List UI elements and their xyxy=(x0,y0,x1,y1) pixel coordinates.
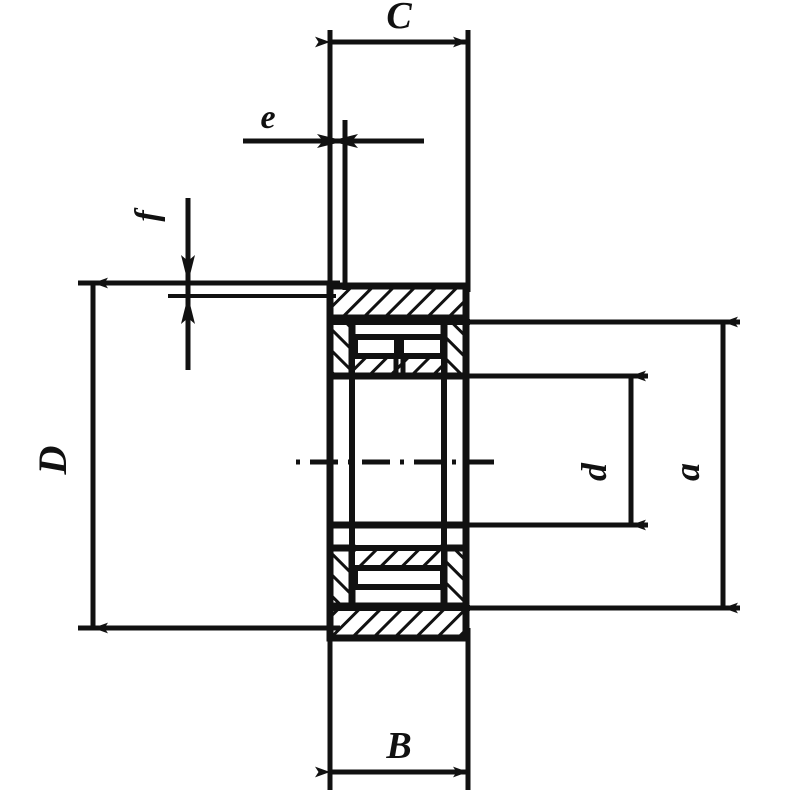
flange-ring-upper xyxy=(330,286,466,318)
race-wall-right-lower xyxy=(444,548,466,606)
dim-label-C: C xyxy=(386,0,412,37)
dim-label-d: d xyxy=(574,462,614,481)
extension-lines xyxy=(78,30,740,790)
roller-lower xyxy=(352,565,446,590)
dim-label-e: e xyxy=(260,99,275,136)
roller-upper-left xyxy=(352,334,400,359)
roller-upper-right xyxy=(398,334,446,359)
dim-label-f: f xyxy=(129,207,166,222)
bearing-body xyxy=(326,282,470,642)
race-wall-left-upper xyxy=(330,318,352,376)
race-wall-left-lower xyxy=(330,548,352,606)
cage-strip-lower xyxy=(352,548,444,568)
flange-ring-lower xyxy=(330,606,466,638)
race-wall-right-upper xyxy=(444,318,466,376)
dim-arrow-f-up xyxy=(181,255,195,283)
dimension-lines xyxy=(90,36,738,778)
dim-label-D: D xyxy=(30,446,75,476)
dim-arrow-e-left xyxy=(317,134,345,148)
cage-divider-upper xyxy=(393,358,406,374)
dim-label-B: B xyxy=(385,725,411,767)
dim-arrow-f-down xyxy=(181,296,195,324)
dim-label-a: a xyxy=(667,463,707,481)
